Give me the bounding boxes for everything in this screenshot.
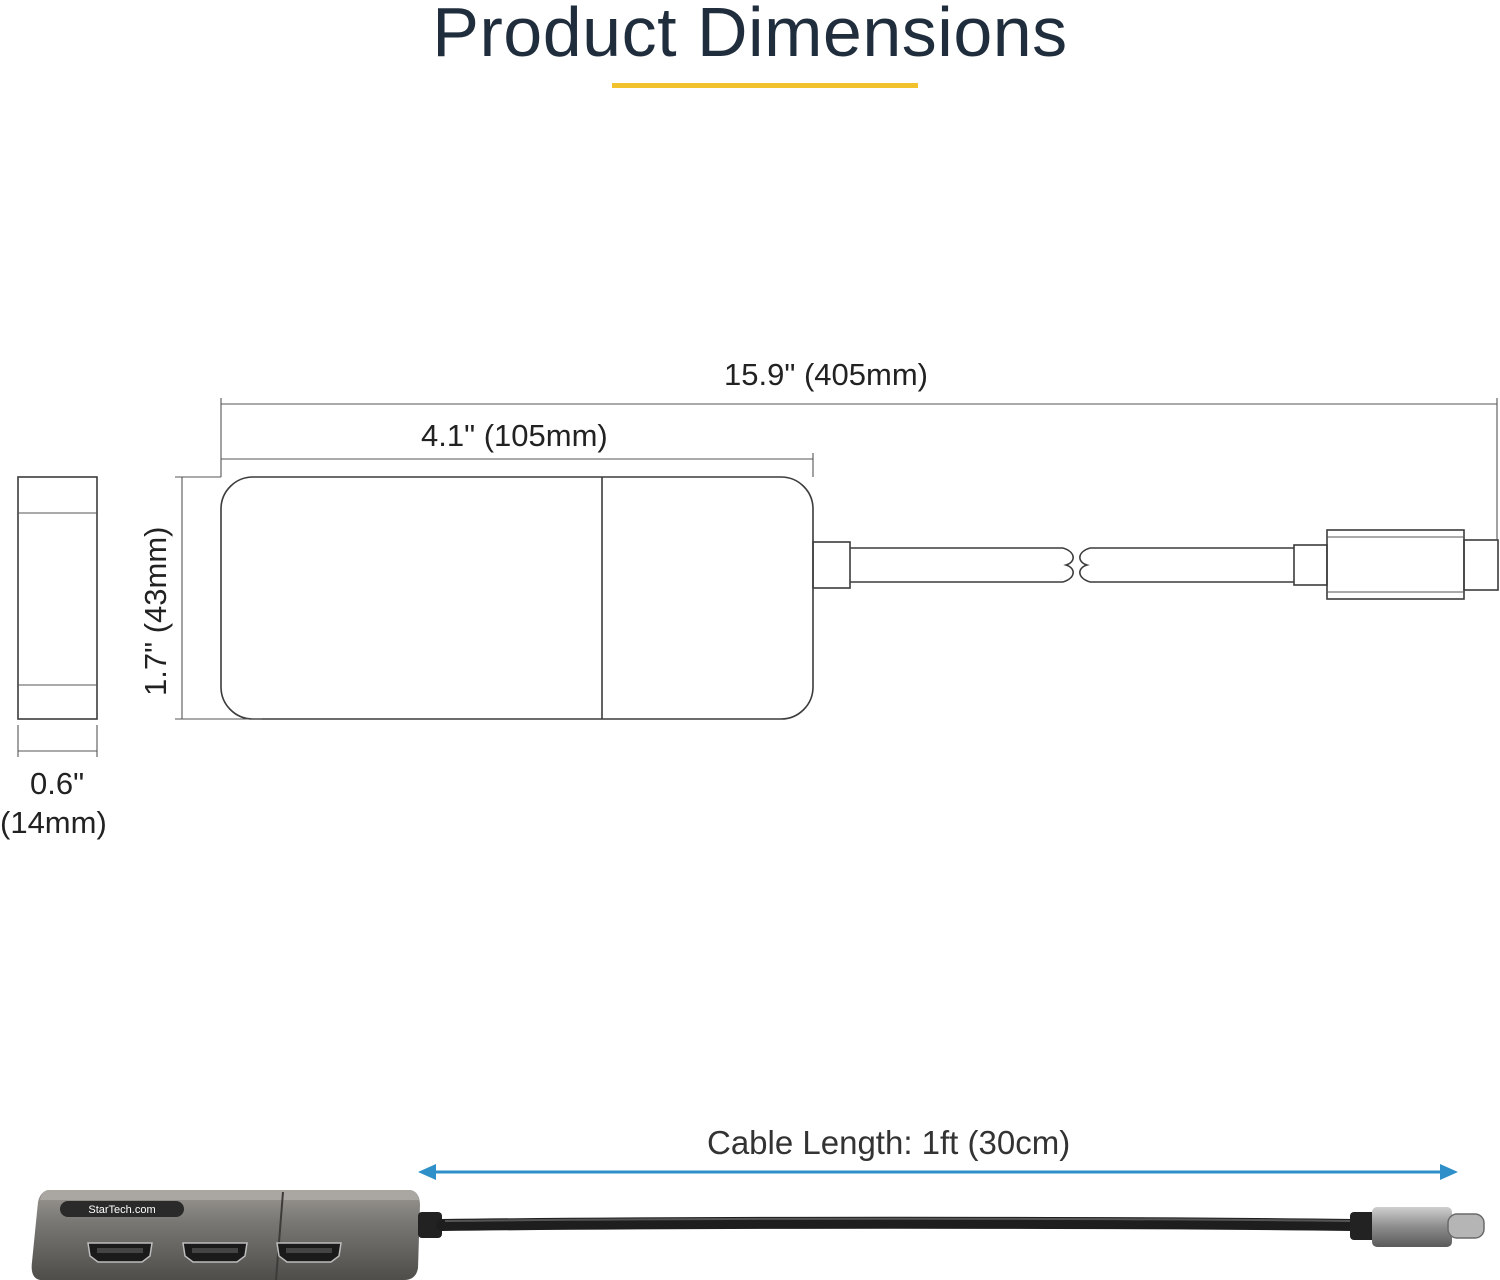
usb-c-plug-photo bbox=[1350, 1207, 1485, 1247]
body-length-label: 4.1" (105mm) bbox=[421, 418, 608, 453]
cable-length-label: Cable Length: 1ft (30cm) bbox=[707, 1124, 1071, 1161]
top-view-cable bbox=[850, 547, 1294, 583]
page-title: Product Dimensions bbox=[432, 0, 1068, 71]
body-length-dimension-line bbox=[221, 453, 814, 477]
thickness-label-inches: 0.6" bbox=[30, 766, 85, 801]
hdmi-port-icon bbox=[276, 1242, 342, 1263]
title-underline bbox=[612, 83, 918, 88]
side-view bbox=[17, 476, 98, 720]
overall-length-label: 15.9" (405mm) bbox=[724, 357, 928, 392]
brand-logo: StarTech.com bbox=[60, 1201, 184, 1217]
hdmi-port-icon bbox=[87, 1242, 153, 1263]
thickness-label-mm: (14mm) bbox=[0, 805, 107, 840]
usb-c-connector-drawing bbox=[1293, 529, 1499, 600]
body-height-dimension-line bbox=[175, 476, 262, 720]
brand-logo-text: StarTech.com bbox=[88, 1204, 155, 1216]
cable-length-arrow bbox=[418, 1164, 1458, 1180]
cable-photo bbox=[418, 1212, 1358, 1238]
top-view-body bbox=[220, 476, 851, 720]
hdmi-port-icon bbox=[182, 1242, 248, 1263]
thickness-dimension-line bbox=[17, 725, 98, 757]
overall-length-dimension-line bbox=[220, 398, 1498, 540]
